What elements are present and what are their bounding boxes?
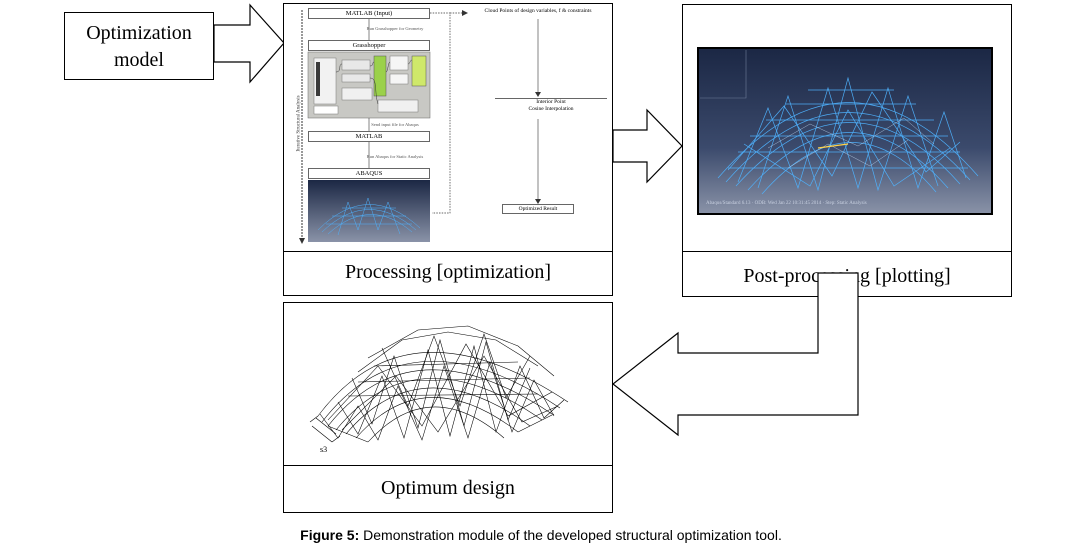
- note-send-input: Send input file for Abaqus: [371, 122, 419, 127]
- step-cloud-points: Cloud Points of design variables, f & co…: [468, 7, 608, 19]
- optimum-design-box: Optimum design: [283, 302, 613, 513]
- step-abaqus: ABAQUS: [308, 168, 430, 179]
- caption-text: Demonstration module of the developed st…: [359, 527, 782, 543]
- processing-flowchart: Iterative Structural Analysis MATLAB (In…: [290, 6, 608, 246]
- step-interior-point: Interior Point Cosine Interpolation: [495, 98, 607, 120]
- arrow-post-to-optimum: [612, 272, 859, 437]
- postprocessing-separator: [683, 251, 1011, 252]
- grasshopper-canvas: [307, 51, 431, 119]
- flow-connectors: [368, 10, 541, 214]
- optimization-model-box: Optimization model: [64, 12, 214, 80]
- optimum-separator: [284, 465, 612, 466]
- interior-point-text: Interior Point: [536, 99, 566, 105]
- cosine-interpolation-text: Cosine Interpolation: [528, 106, 574, 112]
- abaqus-thumbnail: [308, 180, 430, 242]
- processing-label: Processing [optimization]: [344, 261, 552, 283]
- arrow-input-to-processing: [213, 3, 285, 84]
- dimension-label: s3: [320, 445, 327, 454]
- step-matlab-input: MATLAB (Input): [308, 8, 430, 19]
- figure-caption: Figure 5: Demonstration module of the de…: [0, 527, 1082, 543]
- processing-separator: [284, 251, 612, 252]
- render-caption: Abaqus/Standard 6.13 · ODB: Wed Jan 22 1…: [706, 201, 867, 206]
- note-run-abaqus: Run Abaqus for Static Analysis: [366, 154, 424, 159]
- iteration-axis: [299, 10, 305, 244]
- optimum-label: Optimum design: [381, 477, 515, 499]
- step-optimized-result: Optimized Result: [502, 204, 574, 214]
- optimization-model-line1: Optimization: [86, 22, 192, 44]
- optimization-model-line2: model: [114, 49, 164, 71]
- step-matlab: MATLAB: [308, 131, 430, 142]
- optimum-wireframe: s3: [309, 325, 569, 454]
- caption-prefix: Figure 5:: [300, 527, 360, 543]
- step-grasshopper: Grasshopper: [308, 40, 430, 51]
- note-run-grasshopper: Run Grasshopper for Geometry: [366, 26, 424, 31]
- abaqus-render: Abaqus/Standard 6.13 · ODB: Wed Jan 22 1…: [697, 47, 993, 215]
- arrow-processing-to-post: [612, 108, 683, 184]
